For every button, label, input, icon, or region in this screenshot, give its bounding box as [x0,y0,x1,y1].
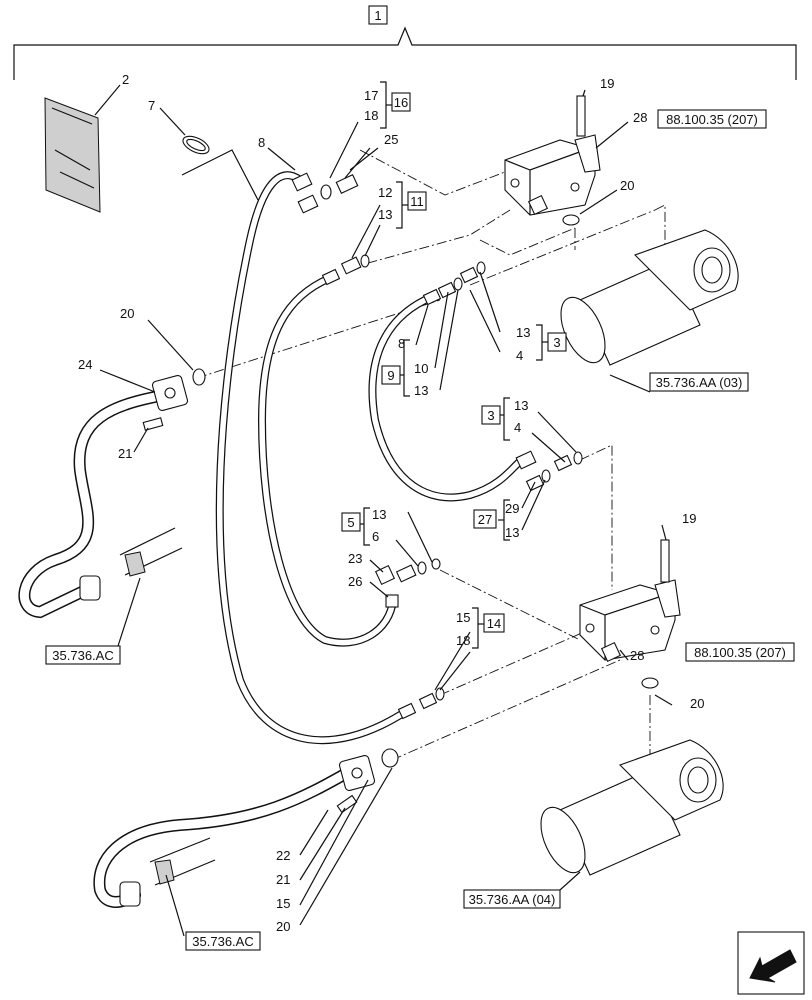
reference-35-736-ac-upper[interactable]: 35.736.AC [45,645,121,665]
hose-main [215,171,409,745]
hose-loop-right [368,296,529,502]
callout-7: 7 [148,98,155,113]
fittings [142,172,583,814]
cylinder-pipe-left-upper [119,527,183,577]
callout-20: 20 [690,696,704,711]
kit-16-label: 16 [394,95,408,110]
callout-19: 19 [600,76,614,91]
kit-11-link[interactable]: 11 [407,191,427,211]
manual-booklet-icon [44,84,121,213]
kit-14-link[interactable]: 14 [483,613,505,633]
callout-20: 20 [120,306,134,321]
kit-27-link[interactable]: 27 [473,509,497,529]
callout-21: 21 [276,872,290,887]
leader-lines [99,89,673,937]
cylinder-lower [540,739,724,876]
reference-text: 35.736.AC [192,934,253,949]
kit-3-label: 3 [487,408,494,423]
callout-28: 28 [630,648,644,663]
callout-15: 15 [276,896,290,911]
kit-11-label: 11 [410,194,424,209]
callout-13: 13 [514,398,528,413]
kit-16-link[interactable]: 16 [391,92,411,112]
o-ring-7 [159,107,210,155]
reference-text: 35.736.AA (03) [656,375,743,390]
group-brackets [358,81,548,649]
reference-text: 35.736.AC [52,648,113,663]
valve-block-upper [504,95,601,226]
reference-35-736-aa-03[interactable]: 35.736.AA (03) [649,372,749,392]
callout-labels: 2 7 8 17 18 25 12 13 19 28 20 20 24 21 8… [78,72,704,934]
reference-text: 88.100.35 (207) [666,112,758,127]
leader-bend [181,149,259,201]
callout-17: 17 [364,88,378,103]
cylinder-pipe-left-lower [149,837,216,886]
kit-14-label: 14 [487,616,501,631]
tube-22 [93,754,376,908]
kit-3-link[interactable]: 3 [481,405,501,425]
kit-9-link[interactable]: 9 [381,365,401,385]
reference-text: 88.100.35 (207) [694,645,786,660]
cylinder-upper [560,229,739,366]
callout-6: 6 [372,529,379,544]
callout-4: 4 [516,348,523,363]
callout-25: 25 [384,132,398,147]
callout-13: 13 [516,325,530,340]
callout-4: 4 [514,420,521,435]
kit-27-label: 27 [478,512,492,527]
kit-labels[interactable]: 16 11 3 9 3 27 5 14 [341,92,567,633]
hose-upper-mid [257,274,397,647]
callout-8: 8 [398,336,405,351]
callout-18: 18 [456,633,470,648]
kit-5-link[interactable]: 5 [341,512,361,532]
center-lines [196,149,666,761]
callout-18: 18 [364,108,378,123]
callout-15: 15 [456,610,470,625]
valve-block-lower [579,539,681,689]
callout-8: 8 [258,135,265,150]
callout-22: 22 [276,848,290,863]
assembly-number: 1 [374,8,381,23]
reference-35-736-ac-lower[interactable]: 35.736.AC [185,931,261,951]
reference-88-100-35-lower[interactable]: 88.100.35 (207) [685,642,795,662]
callout-23: 23 [348,551,362,566]
kit-3-link[interactable]: 3 [547,332,567,352]
callout-12: 12 [378,185,392,200]
assembly-bracket: 1 [13,5,797,80]
callout-13: 13 [505,525,519,540]
reference-88-100-35-upper[interactable]: 88.100.35 (207) [657,109,767,129]
callout-26: 26 [348,574,362,589]
callout-21: 21 [118,446,132,461]
callout-13: 13 [414,383,428,398]
callout-29: 29 [505,501,519,516]
reference-labels[interactable]: 88.100.35 (207) 35.736.AA (03) 35.736.AC… [45,109,795,951]
callout-28: 28 [633,110,647,125]
callout-13: 13 [378,207,392,222]
callout-10: 10 [414,361,428,376]
callout-20: 20 [276,919,290,934]
reference-text: 35.736.AA (04) [469,892,556,907]
callout-20: 20 [620,178,634,193]
next-page-arrow-icon[interactable] [737,931,805,995]
tube-24 [18,374,189,619]
kit-3-label: 3 [553,335,560,350]
reference-35-736-aa-04[interactable]: 35.736.AA (04) [463,889,561,909]
callout-2: 2 [122,72,129,87]
kit-9-label: 9 [387,368,394,383]
callout-24: 24 [78,357,92,372]
callout-19: 19 [682,511,696,526]
callout-13: 13 [372,507,386,522]
kit-5-label: 5 [347,515,354,530]
